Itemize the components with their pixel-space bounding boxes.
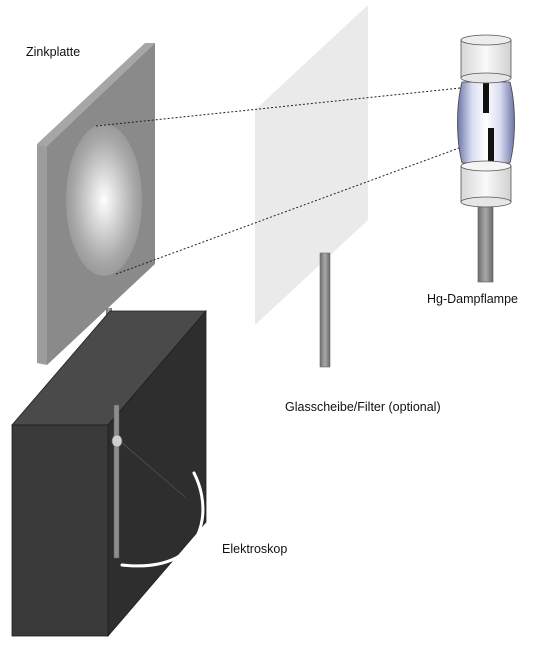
lamp-cap-bottom-body — [460, 165, 512, 203]
lamp-glass-tube — [457, 81, 515, 164]
glass-filter-label: Glasscheibe/Filter (optional) — [285, 400, 441, 414]
lamp-cap-top-rim — [460, 34, 512, 46]
illuminated-spot — [66, 124, 142, 276]
zinc-plate-edge — [37, 43, 155, 146]
electroscope-pivot — [111, 434, 123, 448]
beam-line-upper — [95, 86, 471, 127]
zinc-plate — [37, 43, 155, 365]
glass-pane-rod — [319, 252, 331, 368]
lamp-cap-top — [460, 34, 512, 84]
glass-pane — [255, 5, 368, 325]
lamp-electrode-lower — [488, 128, 494, 162]
electroscope — [11, 309, 207, 638]
lamp-electrode-upper — [483, 83, 489, 113]
mercury-lamp-label: Hg-Dampflampe — [427, 292, 519, 306]
zinc-plate-side — [37, 144, 47, 365]
electroscope-front — [11, 424, 109, 637]
lamp-cap-bottom — [460, 160, 512, 208]
electroscope-stem — [113, 404, 120, 559]
lamp-stand-rod — [477, 199, 494, 283]
lamp-cap-top-base — [460, 72, 512, 84]
lamp-cap-top-body — [460, 39, 512, 79]
light-beam — [95, 86, 471, 275]
lamp-cap-bottom-rim — [460, 160, 512, 172]
lamp-cap-bottom-base — [460, 196, 512, 208]
zinc-plate-label: Zinkplatte — [26, 45, 81, 59]
electroscope-label: Elektroskop — [222, 542, 288, 556]
electroscope-scale — [120, 471, 205, 568]
beam-line-lower — [115, 143, 471, 275]
mercury-lamp — [457, 34, 515, 283]
